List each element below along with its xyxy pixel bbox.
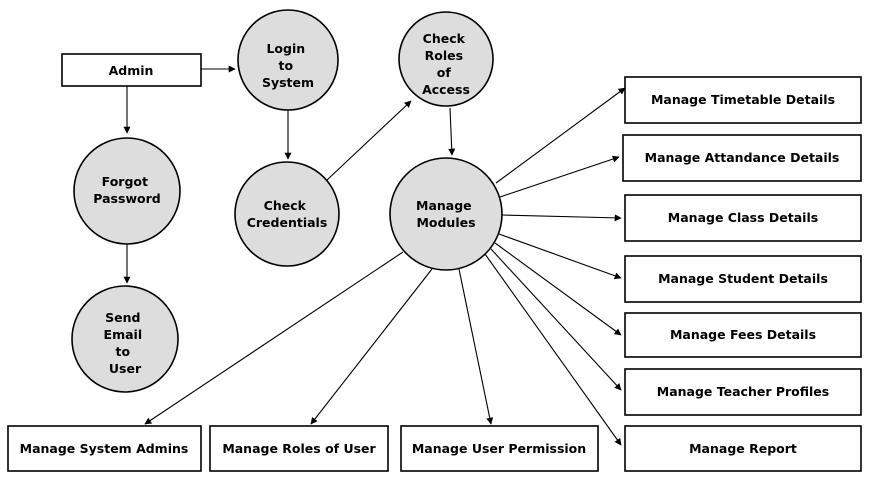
label-manage-report: Manage Report [689,441,797,456]
label-check-credentials-line-1: Check [264,198,307,213]
edge-manage-modules-to-manage-attendance [499,155,620,198]
node-check-roles: Check Roles of Access [398,11,494,107]
node-manage-student: Manage Student Details [624,255,862,303]
node-login: Login to System [237,9,339,111]
label-manage-attendance: Manage Attandance Details [645,150,840,165]
label-manage-system-admins: Manage System Admins [20,441,189,456]
label-manage-timetable: Manage Timetable Details [651,92,835,107]
edge-manage-modules-to-manage-class [501,214,622,222]
node-forgot-password: Forgot Password [73,137,181,245]
edge-manage-modules-to-manage-timetable [495,87,626,184]
label-admin: Admin [109,63,154,78]
label-forgot-password-line-1: Forgot [102,174,148,189]
node-manage-fees: Manage Fees Details [624,312,862,358]
label-login: Login to System [262,41,314,90]
edge-manage-modules-to-manage-report [484,253,622,446]
node-send-email: Send Email to User [71,285,179,393]
label-manage-modules-line-1: Manage [416,198,472,213]
edge-manage-modules-to-manage-fees [494,242,622,336]
label-check-credentials: Check Credentials [247,198,328,230]
label-login-line-1: Login [266,41,305,56]
label-manage-fees: Manage Fees Details [670,327,816,342]
label-manage-student: Manage Student Details [658,271,828,286]
label-forgot-password-line-2: Password [93,191,160,206]
label-manage-modules: Manage Modules [416,198,476,230]
label-manage-teacher: Manage Teacher Profiles [657,384,829,399]
edge-check-credentials-to-check-roles [326,100,412,181]
label-forgot-password: Forgot Password [93,174,160,206]
node-manage-teacher: Manage Teacher Profiles [624,368,862,416]
node-manage-class: Manage Class Details [624,194,862,242]
label-send-email-line-3: to [116,344,131,359]
label-send-email: Send Email to User [104,310,147,376]
label-manage-modules-line-2: Modules [416,215,475,230]
node-manage-system-admins: Manage System Admins [7,425,202,472]
edge-manage-modules-to-manage-system-admins [144,251,404,425]
label-manage-user-permission: Manage User Permission [412,441,586,456]
label-send-email-line-4: User [109,361,142,376]
node-admin: Admin [61,53,202,87]
edge-manage-modules-to-manage-user-permission [458,268,494,425]
node-check-credentials: Check Credentials [234,161,340,267]
edge-check-roles-to-manage-modules [448,107,456,156]
node-manage-timetable: Manage Timetable Details [624,76,862,124]
label-send-email-line-1: Send [105,310,140,325]
label-manage-roles-user: Manage Roles of User [222,441,376,456]
label-check-roles-line-4: Access [422,82,470,97]
label-check-credentials-line-2: Credentials [247,215,328,230]
label-check-roles: Check Roles of Access [422,31,470,97]
label-manage-class: Manage Class Details [668,210,818,225]
edge-manage-modules-to-manage-student [498,233,622,280]
node-manage-modules: Manage Modules [389,157,503,271]
label-check-roles-line-3: of [437,65,452,80]
label-send-email-line-2: Email [104,327,143,342]
node-manage-user-permission: Manage User Permission [400,425,599,472]
edge-manage-modules-to-manage-teacher [490,248,622,391]
edge-manage-modules-to-manage-roles-user [310,268,433,425]
edges-layer [123,65,626,446]
node-manage-report: Manage Report [624,425,862,472]
label-check-roles-line-2: Roles [425,48,463,63]
label-login-line-2: to [279,58,294,73]
node-manage-roles-user: Manage Roles of User [209,425,389,472]
label-check-roles-line-1: Check [423,31,466,46]
node-manage-attendance: Manage Attandance Details [622,134,862,182]
label-login-line-3: System [262,75,314,90]
